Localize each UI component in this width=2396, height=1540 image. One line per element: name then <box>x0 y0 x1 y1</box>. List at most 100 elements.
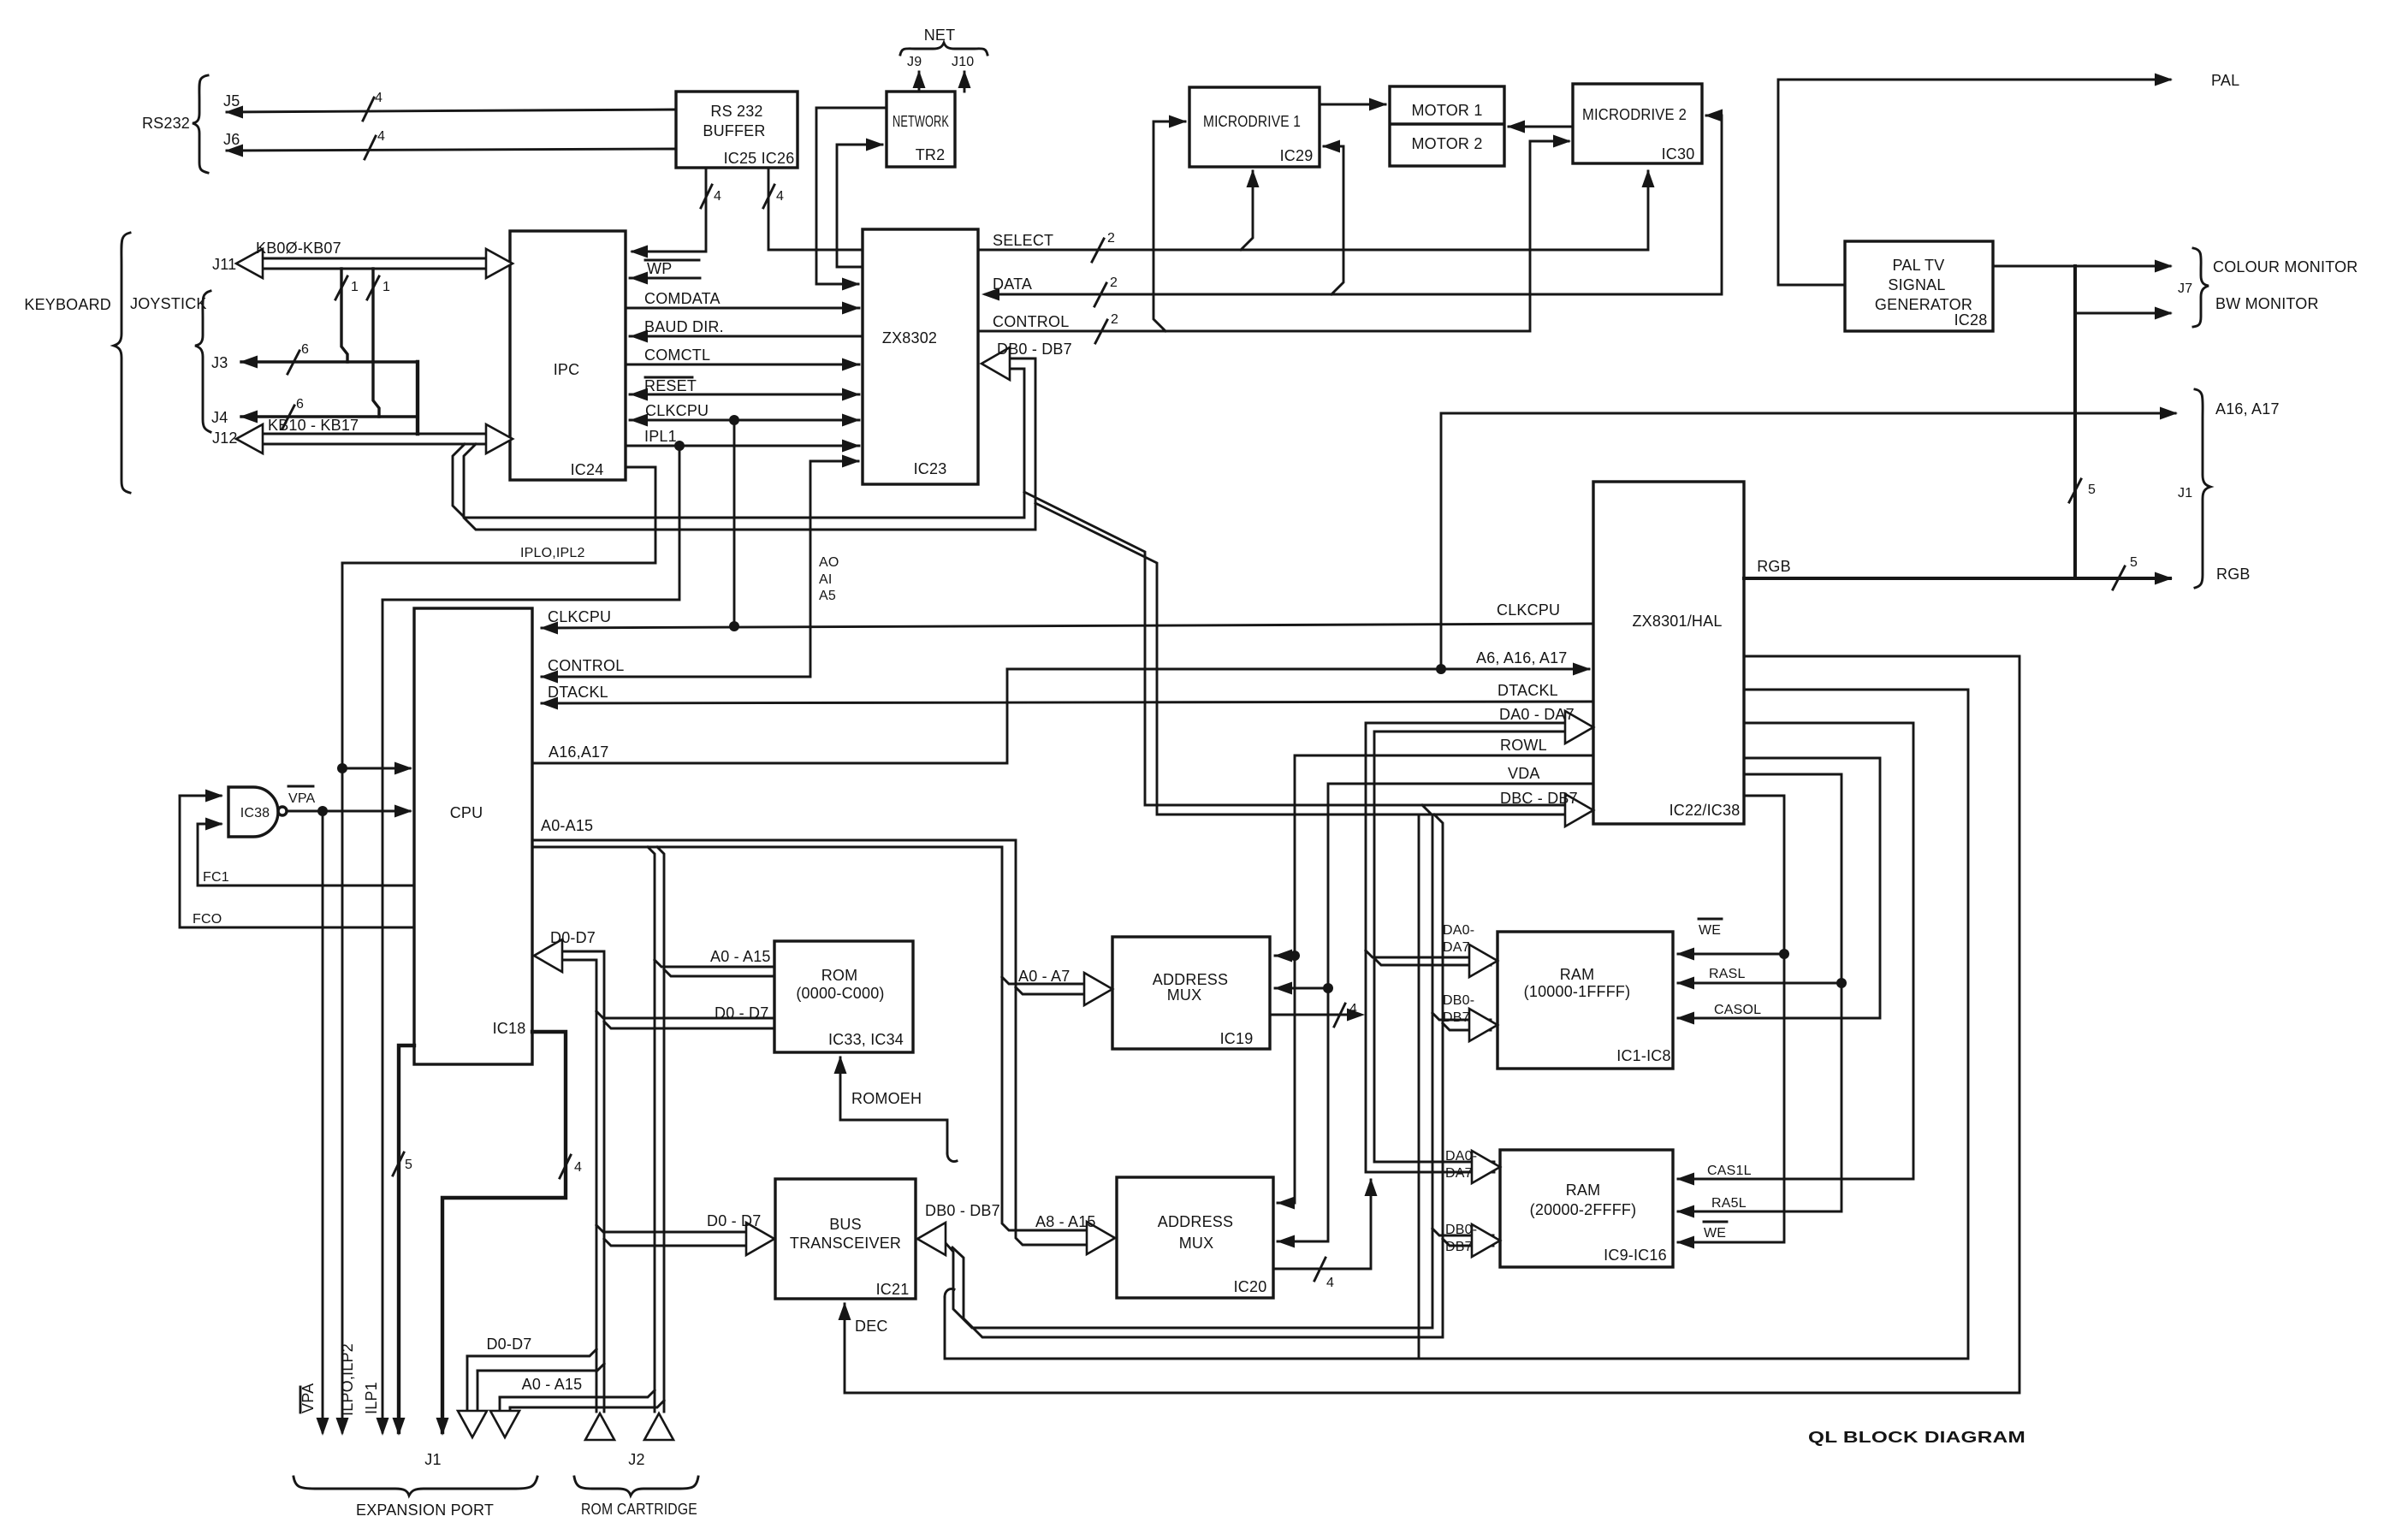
svg-text:ZX8302: ZX8302 <box>882 329 937 346</box>
svg-text:5: 5 <box>2088 483 2096 497</box>
svg-text:D0 - D7: D0 - D7 <box>715 1004 768 1022</box>
svg-text:SIGNAL: SIGNAL <box>1888 276 1945 293</box>
svg-text:CONTROL: CONTROL <box>993 313 1069 330</box>
svg-text:PAL TV: PAL TV <box>1893 257 1945 274</box>
svg-text:(10000-1FFFF): (10000-1FFFF) <box>1524 983 1631 1000</box>
svg-text:J1: J1 <box>2178 486 2192 500</box>
svg-text:IC9-IC16: IC9-IC16 <box>1604 1247 1667 1264</box>
svg-text:D0 - D7: D0 - D7 <box>707 1212 761 1229</box>
svg-text:2: 2 <box>1111 312 1118 327</box>
svg-text:1: 1 <box>383 280 390 294</box>
svg-text:DB7: DB7 <box>1445 1240 1473 1254</box>
svg-text:4: 4 <box>1349 1002 1357 1016</box>
svg-text:ROM CARTRIDGE: ROM CARTRIDGE <box>581 1501 697 1518</box>
svg-text:VPA: VPA <box>288 791 316 806</box>
svg-text:J6: J6 <box>223 131 240 148</box>
svg-text:CONTROL: CONTROL <box>548 657 624 674</box>
svg-text:AO: AO <box>819 555 839 570</box>
svg-text:6: 6 <box>296 397 304 412</box>
svg-text:TR2: TR2 <box>916 146 946 163</box>
svg-text:WP: WP <box>647 260 672 277</box>
svg-text:NETWORK: NETWORK <box>893 113 949 130</box>
svg-text:PAL: PAL <box>2211 72 2239 89</box>
svg-text:CLKCPU: CLKCPU <box>1497 601 1560 619</box>
svg-text:MICRODRIVE 2: MICRODRIVE 2 <box>1582 106 1687 123</box>
svg-text:4: 4 <box>1326 1276 1334 1290</box>
svg-text:J3: J3 <box>211 354 228 371</box>
svg-text:IPC: IPC <box>554 361 580 378</box>
svg-text:DA0-: DA0- <box>1443 923 1474 938</box>
svg-text:SELECT: SELECT <box>993 232 1053 249</box>
svg-text:ILP1: ILP1 <box>363 1382 380 1414</box>
svg-text:IC22/IC38: IC22/IC38 <box>1669 802 1741 819</box>
svg-text:DA0-: DA0- <box>1445 1149 1477 1164</box>
svg-text:DTACKL: DTACKL <box>548 684 608 701</box>
svg-text:J4: J4 <box>211 409 228 426</box>
svg-text:JOYSTICK: JOYSTICK <box>130 295 207 312</box>
svg-text:IPL1: IPL1 <box>644 428 677 445</box>
svg-text:J2: J2 <box>628 1451 644 1468</box>
svg-text:MUX: MUX <box>1167 986 1202 1004</box>
svg-text:IC21: IC21 <box>876 1281 910 1298</box>
svg-text:5: 5 <box>405 1158 412 1172</box>
svg-text:DBC - DB7: DBC - DB7 <box>1500 790 1578 807</box>
svg-text:FCO: FCO <box>193 912 222 927</box>
svg-text:KB10 - KB17: KB10 - KB17 <box>268 417 359 434</box>
svg-text:DTACKL: DTACKL <box>1498 682 1558 699</box>
svg-text:IC18: IC18 <box>493 1020 526 1037</box>
svg-text:J11: J11 <box>212 256 236 273</box>
svg-text:6: 6 <box>301 342 309 357</box>
svg-text:WE: WE <box>1704 1226 1726 1241</box>
svg-text:CPU: CPU <box>450 804 483 821</box>
svg-text:4: 4 <box>377 129 385 144</box>
svg-text:MOTOR 2: MOTOR 2 <box>1411 135 1482 152</box>
svg-text:GENERATOR: GENERATOR <box>1875 296 1972 313</box>
svg-text:BW MONITOR: BW MONITOR <box>2215 295 2319 312</box>
svg-text:CLKCPU: CLKCPU <box>548 608 611 625</box>
svg-text:RGB: RGB <box>2216 566 2251 583</box>
svg-text:FC1: FC1 <box>203 870 229 885</box>
svg-text:BAUD DIR.: BAUD DIR. <box>644 318 724 335</box>
svg-text:COMCTL: COMCTL <box>644 346 710 364</box>
svg-text:(0000-C000): (0000-C000) <box>796 985 884 1002</box>
svg-text:KB0Ø-KB07: KB0Ø-KB07 <box>256 240 341 257</box>
svg-text:CAS1L: CAS1L <box>1707 1164 1752 1178</box>
svg-text:RS232: RS232 <box>142 115 190 132</box>
svg-text:J5: J5 <box>223 92 240 110</box>
svg-text:DEC: DEC <box>855 1318 888 1335</box>
svg-text:4: 4 <box>375 91 383 105</box>
svg-text:CLKCPU: CLKCPU <box>645 402 709 419</box>
svg-text:RA5L: RA5L <box>1711 1196 1747 1211</box>
svg-text:EXPANSION PORT: EXPANSION PORT <box>356 1502 494 1519</box>
svg-text:IC24: IC24 <box>571 461 604 478</box>
svg-text:IC20: IC20 <box>1234 1278 1267 1295</box>
svg-text:A0-A15: A0-A15 <box>541 817 593 834</box>
svg-text:IC38: IC38 <box>240 806 270 820</box>
svg-text:IC30: IC30 <box>1662 145 1695 163</box>
svg-text:AI: AI <box>819 572 833 587</box>
svg-text:ROMOEH: ROMOEH <box>851 1090 922 1107</box>
svg-text:RASL: RASL <box>1709 967 1746 981</box>
svg-text:ADDRESS: ADDRESS <box>1153 971 1228 988</box>
svg-text:MOTOR 1: MOTOR 1 <box>1411 102 1482 119</box>
svg-text:J7: J7 <box>2178 281 2192 296</box>
svg-text:IC19: IC19 <box>1220 1030 1254 1047</box>
svg-text:DA0 - DA7: DA0 - DA7 <box>1499 706 1575 723</box>
svg-text:ROWL: ROWL <box>1500 737 1547 754</box>
svg-text:DB0-: DB0- <box>1443 993 1474 1008</box>
svg-text:IC25 IC26: IC25 IC26 <box>724 150 795 167</box>
svg-text:RGB: RGB <box>1757 558 1791 575</box>
svg-text:A16, A17: A16, A17 <box>2215 400 2280 418</box>
svg-text:IC23: IC23 <box>914 460 947 477</box>
svg-text:D0-D7: D0-D7 <box>550 929 596 946</box>
svg-text:RESET: RESET <box>644 377 697 394</box>
svg-text:J1: J1 <box>424 1451 441 1468</box>
svg-text:DB0 - DB7: DB0 - DB7 <box>997 341 1072 358</box>
svg-text:IC29: IC29 <box>1280 147 1314 164</box>
svg-text:D0-D7: D0-D7 <box>486 1336 531 1353</box>
svg-text:QL BLOCK DIAGRAM: QL BLOCK DIAGRAM <box>1808 1429 2025 1446</box>
svg-text:DB0 - DB7: DB0 - DB7 <box>925 1202 1000 1219</box>
svg-text:ILPO,ILP2: ILPO,ILP2 <box>339 1343 356 1416</box>
svg-text:WE: WE <box>1699 923 1721 938</box>
svg-text:IC33, IC34: IC33, IC34 <box>828 1031 904 1048</box>
